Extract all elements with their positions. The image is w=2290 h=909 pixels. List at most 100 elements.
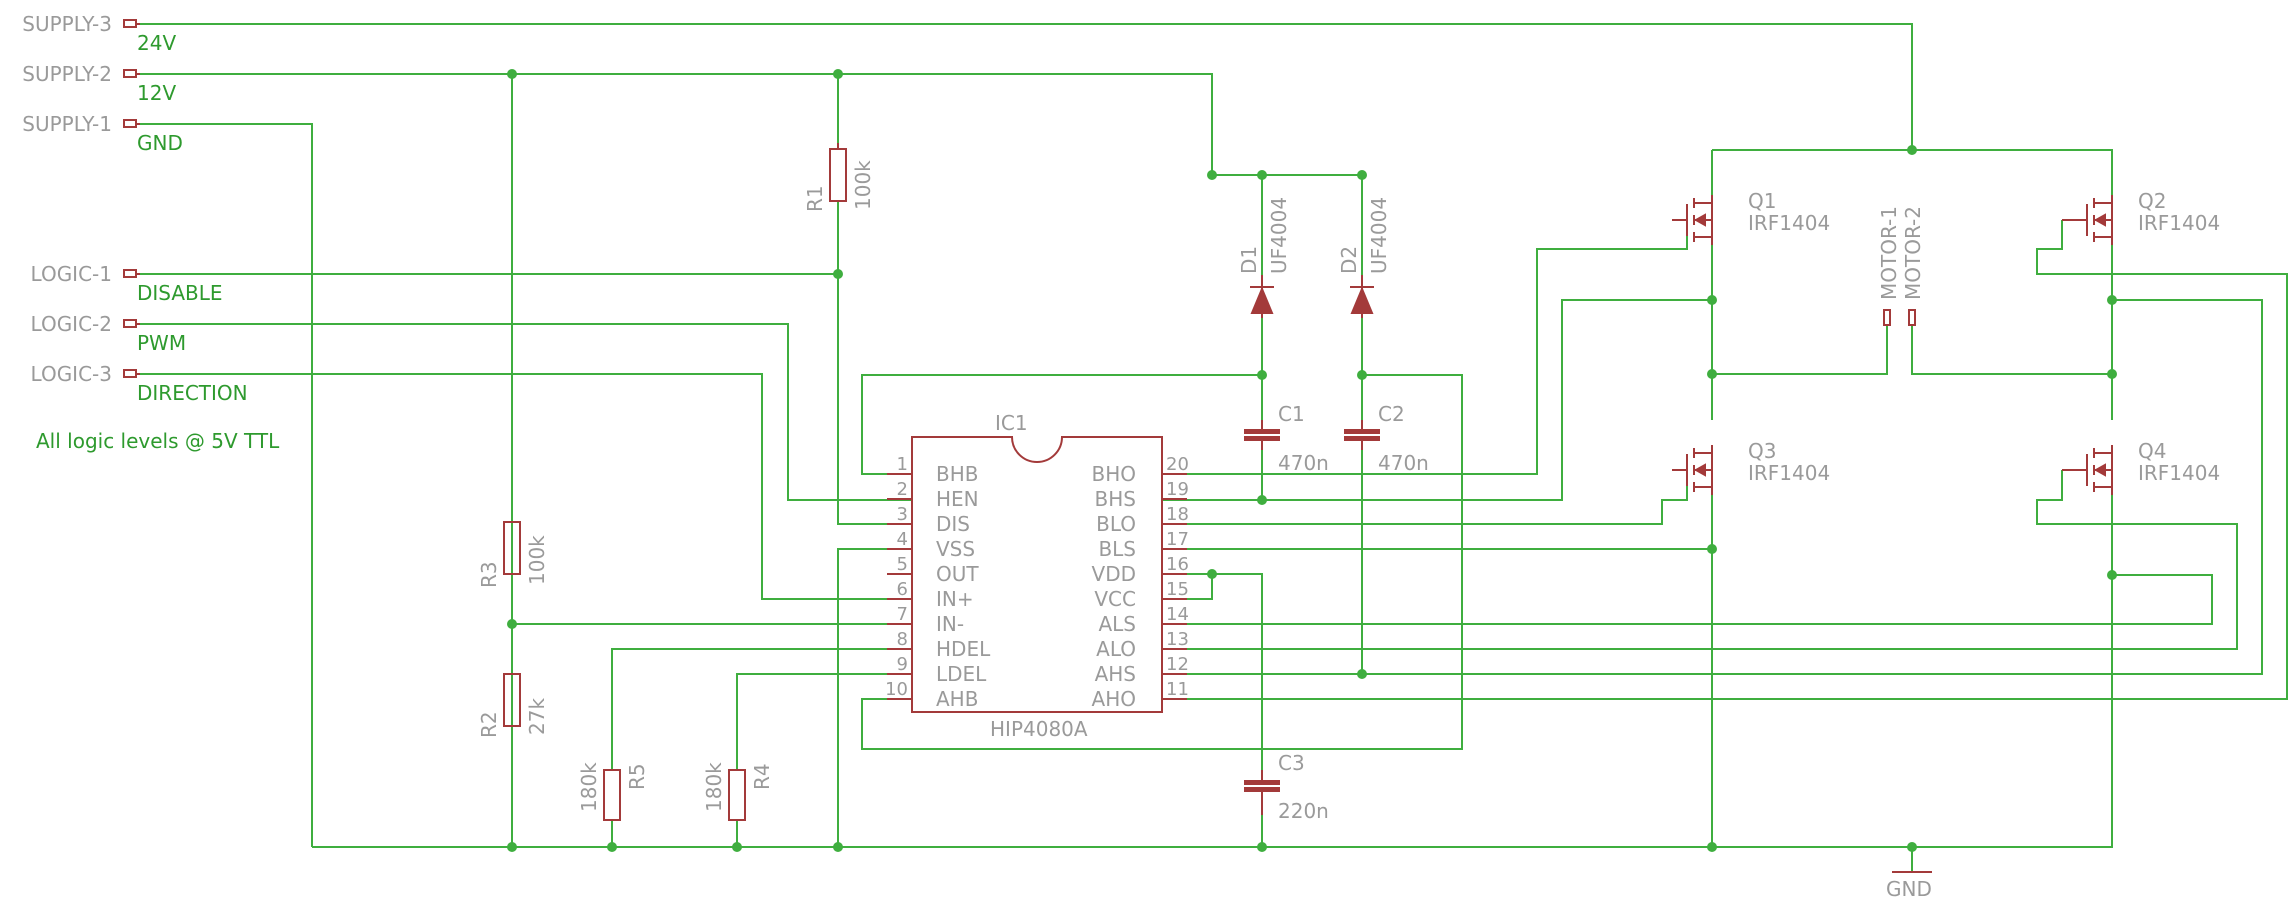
ic1-pin-number: 6: [897, 579, 908, 600]
logic-3-label: LOGIC-3: [31, 362, 112, 386]
ic1-pin-number: 2: [897, 479, 908, 500]
ic1-pin-name: VSS: [936, 537, 975, 561]
motor-connector: MOTOR-1 MOTOR-2: [1877, 206, 1925, 326]
resistor-r3: R3 100k: [477, 521, 549, 588]
logic-1-net: DISABLE: [137, 281, 223, 305]
ic1-pin-number: 17: [1166, 529, 1189, 550]
c3-value: 220n: [1278, 799, 1329, 823]
ic1-pin-name: OUT: [936, 562, 979, 586]
ic1-pin-number: 7: [897, 604, 908, 625]
ic1-pin-number: 20: [1166, 454, 1189, 475]
supply-2-connector: SUPPLY-2 12V: [22, 62, 176, 105]
ic1-pin-name: VCC: [1094, 587, 1136, 611]
ic1-pin-name: BHS: [1095, 487, 1136, 511]
d2-ref: D2: [1337, 246, 1361, 274]
q3-value: IRF1404: [1748, 461, 1830, 485]
ic1-value: HIP4080A: [990, 717, 1088, 741]
junction-dots: [507, 69, 2117, 852]
mosfet-q4: Q4 IRF1404: [2062, 439, 2220, 495]
logic-3-net: DIRECTION: [137, 381, 248, 405]
logic-3-connector: LOGIC-3 DIRECTION: [31, 362, 248, 405]
ic1-pin-number: 14: [1166, 604, 1189, 625]
ic1-pin-name: VDD: [1092, 562, 1136, 586]
q2-value: IRF1404: [2138, 211, 2220, 235]
supply-3-connector: SUPPLY-3 24V: [22, 12, 176, 55]
ic1-pin-name: IN-: [936, 612, 964, 636]
r5-ref: R5: [625, 763, 649, 790]
r3-ref: R3: [477, 561, 501, 588]
ic1-pin-number: 9: [897, 654, 908, 675]
ic1-pin-number: 16: [1166, 554, 1189, 575]
ic1-pin-number: 5: [897, 554, 908, 575]
supply-1-connector: SUPPLY-1 GND: [22, 112, 183, 155]
gnd-label: GND: [1886, 877, 1932, 901]
supply-3-net: 24V: [137, 31, 176, 55]
logic-1-label: LOGIC-1: [31, 262, 112, 286]
resistor-r2: R2 27k: [477, 673, 549, 738]
ic1-pin-name: AHO: [1092, 687, 1136, 711]
ic1-pin-name: BHO: [1091, 462, 1136, 486]
ic1-ref: IC1: [995, 411, 1028, 435]
capacitor-c1: C1 470n: [1244, 402, 1329, 475]
ic1-pin-number: 13: [1166, 629, 1189, 650]
ic1-pin-number: 1: [897, 454, 908, 475]
r3-value: 100k: [525, 535, 549, 585]
ic1-pin-number: 12: [1166, 654, 1189, 675]
capacitor-c2: C2 470n: [1344, 402, 1429, 475]
ic1-pin-number: 10: [885, 679, 908, 700]
r4-value: 180k: [702, 762, 726, 812]
mosfet-q2: Q2 IRF1404: [2062, 189, 2220, 245]
resistor-r1: R1 100k: [803, 143, 875, 212]
ic1-pin-name: HEN: [936, 487, 979, 511]
ground-symbol: GND: [1886, 871, 1932, 901]
supply-3-label: SUPPLY-3: [22, 12, 112, 36]
q3-ref: Q3: [1748, 439, 1776, 463]
r1-ref: R1: [803, 185, 827, 212]
ic1-pin-number: 8: [897, 629, 908, 650]
r5-value: 180k: [577, 762, 601, 812]
c2-ref: C2: [1378, 402, 1405, 426]
ic1-pin-name: ALO: [1096, 637, 1136, 661]
mosfet-q1: Q1 IRF1404: [1672, 189, 1830, 245]
wires: [140, 23, 2288, 872]
ic1-pin-number: 3: [897, 504, 908, 525]
logic-2-net: PWM: [137, 331, 186, 355]
capacitor-c3: C3 220n: [1244, 751, 1329, 823]
ic1-pin-name: ALS: [1098, 612, 1136, 636]
diode-d2: D2 UF4004: [1337, 197, 1391, 318]
q4-ref: Q4: [2138, 439, 2166, 463]
ic1-pin-name: BLS: [1098, 537, 1136, 561]
q1-value: IRF1404: [1748, 211, 1830, 235]
ic1-pin-number: 18: [1166, 504, 1189, 525]
diode-d1: D1 UF4004: [1237, 197, 1291, 318]
supply-1-label: SUPPLY-1: [22, 112, 112, 136]
ic1-pin-name: AHB: [936, 687, 978, 711]
r2-ref: R2: [477, 711, 501, 738]
r2-value: 27k: [525, 698, 549, 735]
ic1-pin-number: 19: [1166, 479, 1189, 500]
resistor-r4: 180k R4: [702, 762, 774, 821]
logic-2-label: LOGIC-2: [31, 312, 112, 336]
ic1-pin-number: 15: [1166, 579, 1189, 600]
motor-2-label: MOTOR-2: [1901, 206, 1925, 300]
logic-2-connector: LOGIC-2 PWM: [31, 312, 187, 355]
ic1-pin-name: IN+: [936, 587, 974, 611]
q4-value: IRF1404: [2138, 461, 2220, 485]
supply-1-net: GND: [137, 131, 183, 155]
mosfet-q3: Q3 IRF1404: [1672, 439, 1830, 495]
resistor-r5: 180k R5: [577, 762, 649, 821]
c1-ref: C1: [1278, 402, 1305, 426]
supply-2-label: SUPPLY-2: [22, 62, 112, 86]
ic1-pin-name: BHB: [936, 462, 978, 486]
ic1-pin-name: BLO: [1096, 512, 1136, 536]
c1-value: 470n: [1278, 451, 1329, 475]
d1-value: UF4004: [1267, 197, 1291, 274]
ic1-pin-number: 4: [897, 529, 908, 550]
r1-value: 100k: [851, 160, 875, 210]
ic1-pin-number: 11: [1166, 679, 1189, 700]
logic-level-note: All logic levels @ 5V TTL: [36, 429, 280, 453]
q2-ref: Q2: [2138, 189, 2166, 213]
